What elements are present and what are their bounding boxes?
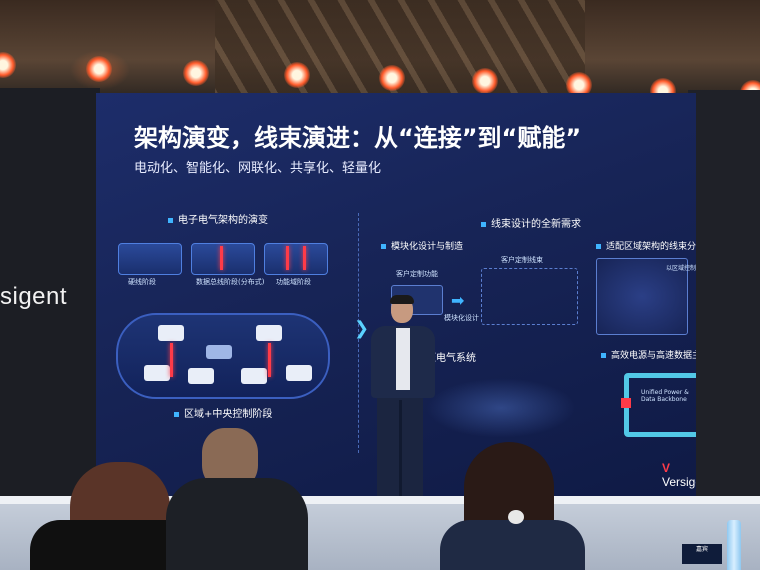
arrow-right-icon: ➡ [451, 291, 465, 310]
modular-caption-3: 客户定制线束 [501, 256, 543, 264]
right-section-title: 线束设计的全新需求 [481, 215, 581, 230]
slide-title: 架构演变，线束演进：从“连接”到“赋能” [134, 124, 582, 152]
stage-light [379, 65, 405, 91]
name-card: 嘉宾 [682, 544, 722, 564]
zone-controller [286, 365, 312, 381]
slide-brand: V Versigent [662, 461, 696, 489]
left-banner-brand: sigent [0, 283, 68, 310]
stage-label-domain: 功能域阶段 [276, 278, 311, 286]
bus-diagram [191, 243, 255, 275]
high-voltage-components [426, 378, 576, 438]
speaker-legs-split [399, 400, 402, 500]
stage-edge [0, 496, 760, 504]
harness-layout [481, 268, 578, 325]
audience-shoulders [440, 520, 585, 570]
stage-label-bus: 数据总线阶段(分布式) [196, 278, 265, 286]
hardwire-diagram [118, 243, 182, 275]
bus-line [220, 246, 223, 270]
divider [358, 213, 359, 453]
modular-caption-2: 模块化设计 [444, 314, 479, 322]
power-node [621, 398, 631, 408]
slide-subtitle: 电动化、智能化、网联化、共享化、轻量化 [134, 161, 382, 176]
zone-controller [144, 365, 170, 381]
backbone-line [170, 343, 173, 377]
stage-light [86, 56, 112, 82]
speaker-hair [390, 295, 414, 304]
zone-split-title: 适配区域架构的线束分割 [596, 239, 696, 252]
zone-stage-label: 区域+中央控制阶段 [174, 405, 272, 420]
left-section-title: 电子电气架构的演变 [168, 211, 268, 226]
speaker-shirt [396, 328, 410, 390]
stage-light [284, 62, 310, 88]
water-bottle [727, 520, 741, 570]
zone-controller [158, 325, 184, 341]
audience-shoulders [166, 478, 308, 570]
domain-line [286, 246, 289, 270]
central-computer [206, 345, 232, 359]
hair-clip [508, 510, 524, 524]
slide-brand-text: Versigent [662, 475, 696, 489]
zone-caption: 以区域控制器为中心的线束分割 [666, 265, 696, 272]
backbone-line [268, 343, 271, 377]
zone-controller [256, 325, 282, 341]
zone-harness-map [596, 258, 688, 335]
chevron-right-icon: ❯ [354, 318, 370, 339]
zone-controller [241, 368, 267, 384]
domain-diagram [264, 243, 328, 275]
stage-label-hardwire: 硬线阶段 [128, 278, 156, 286]
zone-controller [188, 368, 214, 384]
stage-light [183, 60, 209, 86]
modular-design-title: 模块化设计与制造 [381, 239, 463, 252]
versigent-logo-icon: V [662, 461, 671, 475]
backbone-caption: Unified Power & Data Backbone [641, 389, 689, 403]
modular-caption-1: 客户定制功能 [396, 270, 438, 278]
left-banner [0, 88, 100, 502]
stage-light [0, 52, 16, 78]
backbone-diagram [624, 373, 696, 437]
power-data-title: 高效电源与高速数据主干网 [601, 348, 696, 361]
domain-line [303, 246, 306, 270]
right-wall [688, 90, 760, 502]
high-voltage-title: 压电气系统 [416, 349, 476, 364]
stage-light [472, 68, 498, 94]
